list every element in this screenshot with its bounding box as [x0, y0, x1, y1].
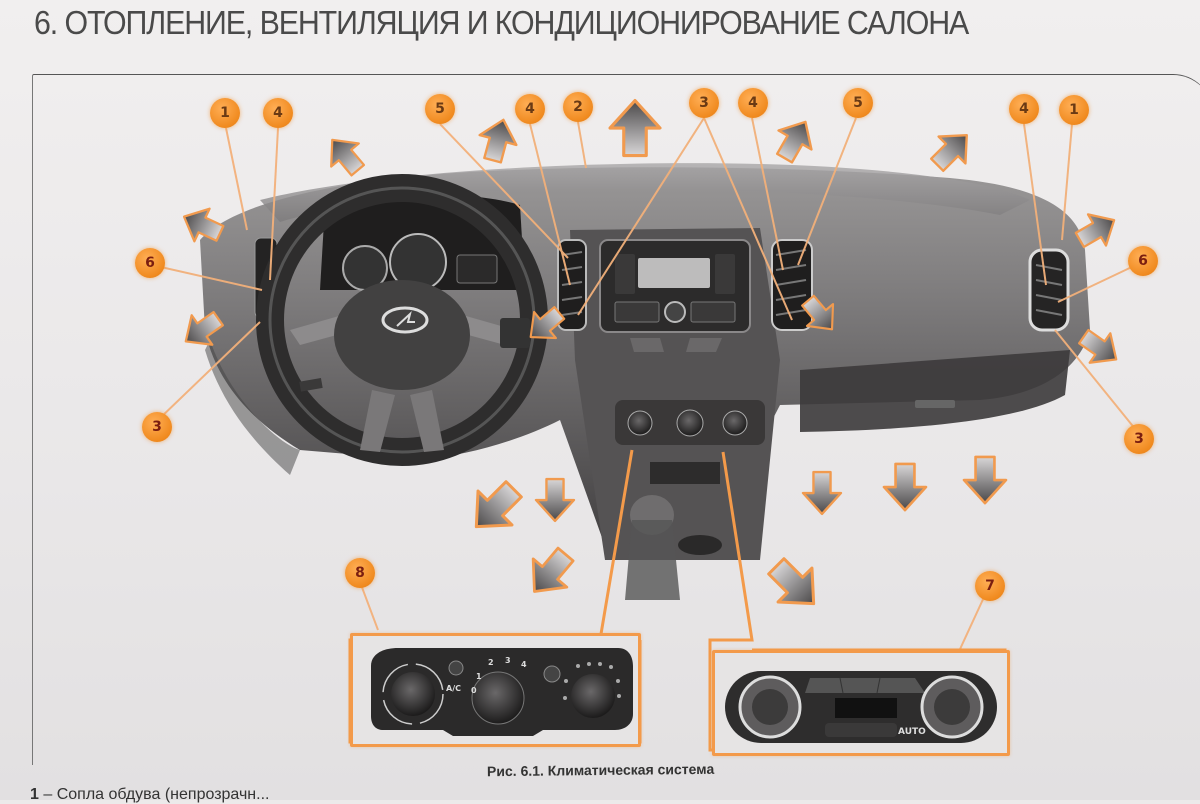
callout-3-right: 3 [1124, 424, 1154, 454]
leader-lines [151, 117, 1137, 661]
air-distribution-knob [571, 674, 615, 718]
callout-7: 7 [975, 571, 1005, 601]
callout-5-left: 5 [425, 94, 455, 124]
airflow-mode-buttons [805, 678, 925, 693]
callout-8: 8 [345, 558, 375, 588]
callout-3-left: 3 [142, 412, 172, 442]
temperature-knob [391, 672, 435, 716]
ac-label: A/C [446, 684, 461, 693]
fan-speed-1: 1 [476, 672, 482, 681]
callout-1-right: 1 [1059, 95, 1089, 125]
fan-speed-4: 4 [521, 660, 527, 669]
fan-speed-knob [471, 671, 525, 725]
callout-1-left: 1 [210, 98, 240, 128]
radio-display [638, 258, 710, 288]
recirculation-button [543, 665, 561, 683]
callout-4-right: 4 [1009, 94, 1039, 124]
fan-speed-2: 2 [488, 658, 494, 667]
manual-climate-panel-inset: A/C 0 1 2 3 4 [350, 633, 641, 747]
fan-speed-0: 0 [471, 686, 477, 695]
callout-4-center-left: 4 [515, 94, 545, 124]
callout-4-left: 4 [263, 98, 293, 128]
callout-3-center: 3 [689, 88, 719, 118]
callout-4-center-right: 4 [738, 88, 768, 118]
legend-item-1: 1 – Сопла обдува (непрозрачн... [30, 786, 269, 804]
steering-wheel-hub [334, 280, 470, 390]
figure-caption: Рис. 6.1. Климатическая система [486, 760, 715, 780]
callout-2: 2 [563, 92, 593, 122]
auto-climate-panel-inset: AUTO [712, 650, 1010, 756]
legend-item-number: 1 [30, 786, 39, 803]
ac-button [448, 660, 464, 676]
fan-speed-3: 3 [505, 656, 511, 665]
callout-5-right: 5 [843, 88, 873, 118]
auto-panel-display [835, 698, 897, 718]
figure-frame [32, 74, 1200, 765]
callout-6-left: 6 [135, 248, 165, 278]
legend-item-text: – Сопла обдува (непрозрачн... [43, 786, 270, 803]
callout-6-right: 6 [1128, 246, 1158, 276]
lada-logo [381, 306, 429, 334]
radio-knob [664, 301, 686, 323]
page-title: 6. ОТОПЛЕНИЕ, ВЕНТИЛЯЦИЯ И КОНДИЦИОНИРОВ… [34, 4, 969, 41]
side-vent-right [1028, 248, 1070, 332]
auto-button-label: AUTO [898, 727, 926, 737]
